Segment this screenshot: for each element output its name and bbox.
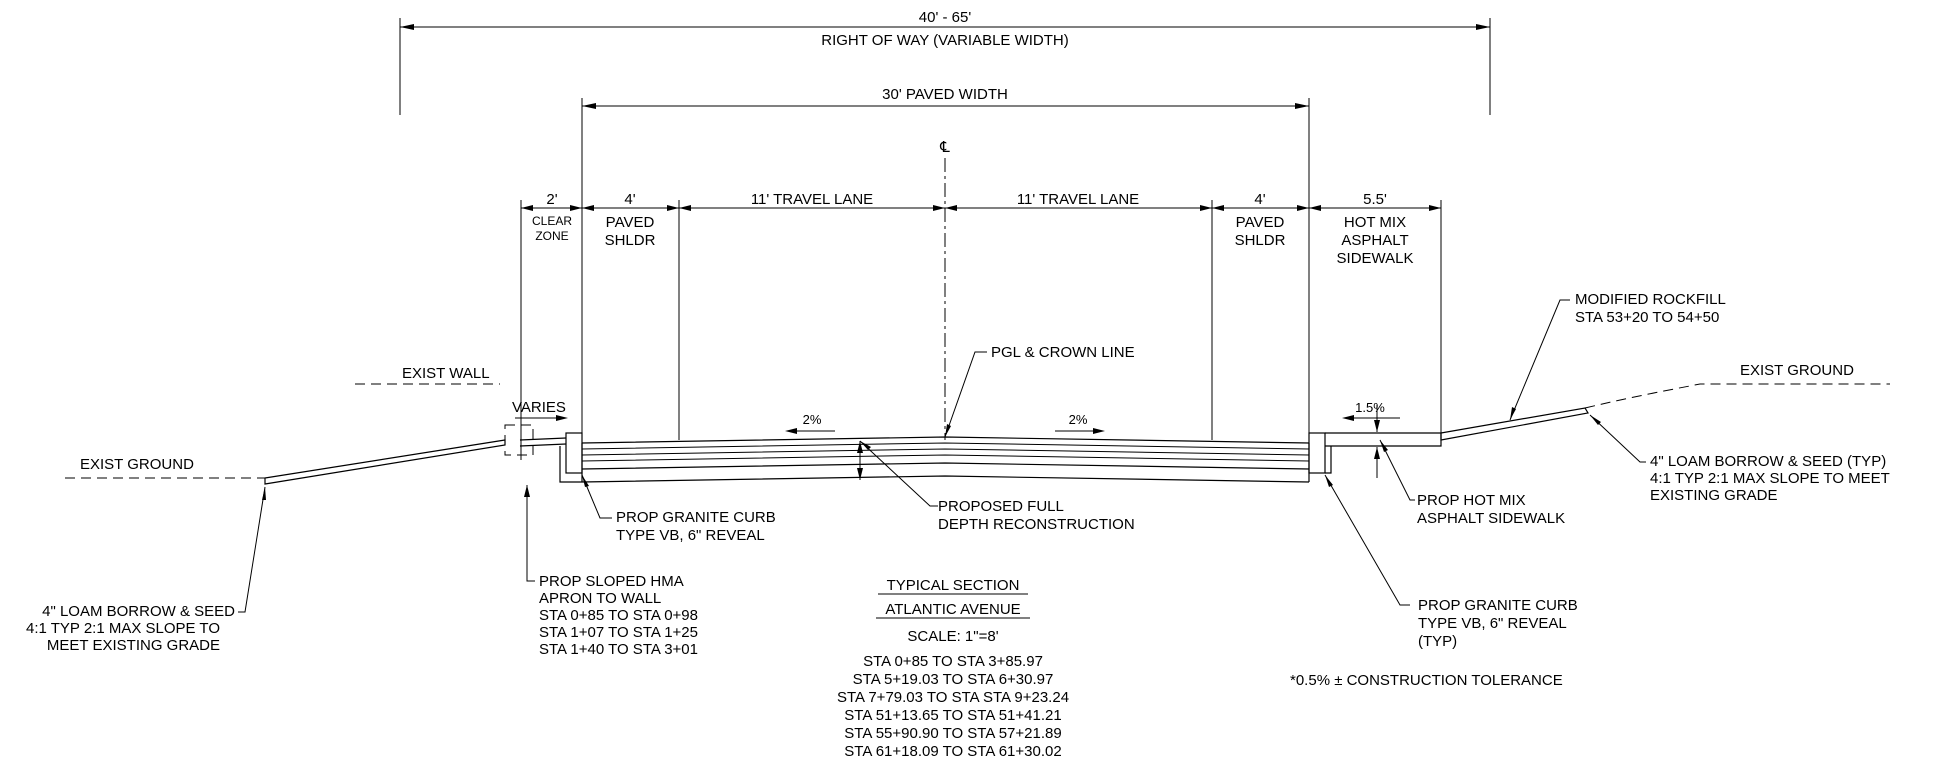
left-shoulder-label-1: PAVED: [606, 214, 655, 231]
sidewalk-label-2: ASPHALT: [1341, 232, 1408, 249]
sidewalk-label-3: SIDEWALK: [1337, 250, 1414, 267]
centerline-symbol: ℄: [939, 139, 950, 156]
clear-zone-dim: 2': [546, 191, 557, 208]
title-line-2: ATLANTIC AVENUE: [885, 601, 1020, 618]
slope-arrows: 2% 2%: [785, 412, 1105, 434]
left-ground-and-wall: EXIST GROUND EXIST WALL VARIES: [65, 365, 568, 485]
curb-right-label-1: PROP GRANITE CURB: [1418, 597, 1578, 614]
station-line-3: STA 7+79.03 TO STA STA 9+23.24: [837, 689, 1069, 706]
station-line-4: STA 51+13.65 TO STA 51+41.21: [844, 707, 1061, 724]
clear-zone-label-1: CLEAR: [532, 214, 572, 228]
right-shoulder-label-2: SHLDR: [1235, 232, 1286, 249]
centerline: ℄: [939, 139, 950, 440]
loam-left-line-3: MEET EXISTING GRADE: [47, 637, 220, 654]
modified-rockfill-label-1: MODIFIED ROCKFILL: [1575, 291, 1726, 308]
exist-ground-left-label: EXIST GROUND: [80, 456, 194, 473]
scale-text: SCALE: 1"=8': [907, 628, 998, 645]
station-line-6: STA 61+18.09 TO STA 61+30.02: [844, 743, 1061, 760]
paved-width-text: 30' PAVED WIDTH: [882, 86, 1008, 103]
apron-line-5: STA 1+40 TO STA 3+01: [539, 641, 698, 658]
modified-rockfill-label-2: STA 53+20 TO 54+50: [1575, 309, 1719, 326]
right-lane-label: 11' TRAVEL LANE: [1017, 191, 1139, 208]
left-lane-slope: 2%: [803, 412, 822, 427]
exist-ground-right-label: EXIST GROUND: [1740, 362, 1854, 379]
right-ground: EXIST GROUND: [1440, 362, 1890, 441]
loam-left-line-2: 4:1 TYP 2:1 MAX SLOPE TO: [26, 620, 220, 637]
left-shoulder-dim: 4': [624, 191, 635, 208]
loam-right-label-2: 4:1 TYP 2:1 MAX SLOPE TO MEET: [1650, 470, 1890, 487]
paved-width-dimension: 30' PAVED WIDTH: [581, 86, 1310, 440]
row-label-text: RIGHT OF WAY (VARIABLE WIDTH): [821, 32, 1069, 49]
left-lane-label: 11' TRAVEL LANE: [751, 191, 873, 208]
row-range-text: 40' - 65': [919, 9, 972, 26]
curb-left-label-2: TYPE VB, 6" REVEAL: [616, 527, 765, 544]
full-depth-label-2: DEPTH RECONSTRUCTION: [938, 516, 1135, 533]
right-shoulder-dim: 4': [1254, 191, 1265, 208]
exist-wall-label: EXIST WALL: [402, 365, 490, 382]
pgl-crown-label: PGL & CROWN LINE: [991, 344, 1135, 361]
right-curb-and-sidewalk: 1.5%: [1308, 400, 1442, 478]
pavement-section: [581, 436, 1310, 483]
curb-right-label-2: TYPE VB, 6" REVEAL: [1418, 615, 1567, 632]
callout-leaders: PGL & CROWN LINE MODIFIED ROCKFILL STA 5…: [26, 291, 1890, 689]
apron-line-2: APRON TO WALL: [539, 590, 661, 607]
station-line-5: STA 55+90.90 TO STA 57+21.89: [844, 725, 1061, 742]
apron-line-1: PROP SLOPED HMA: [539, 573, 684, 590]
tolerance-note: *0.5% ± CONSTRUCTION TOLERANCE: [1290, 672, 1563, 689]
right-shoulder-label-1: PAVED: [1236, 214, 1285, 231]
sidewalk-slope: 1.5%: [1355, 400, 1385, 415]
clear-zone-label-2: ZONE: [535, 229, 568, 243]
varies-label: VARIES: [512, 399, 566, 416]
prop-hot-mix-label-1: PROP HOT MIX: [1417, 492, 1526, 509]
left-granite-curb: [559, 432, 583, 483]
right-lane-slope: 2%: [1069, 412, 1088, 427]
title-block: TYPICAL SECTION ATLANTIC AVENUE SCALE: 1…: [837, 577, 1069, 760]
curb-right-label-3: (TYP): [1418, 633, 1457, 650]
sidewalk-label-1: HOT MIX: [1344, 214, 1406, 231]
loam-right-label-3: EXISTING GRADE: [1650, 487, 1778, 504]
curb-left-label-1: PROP GRANITE CURB: [616, 509, 776, 526]
right-of-way-dimension: 40' - 65' RIGHT OF WAY (VARIABLE WIDTH): [399, 9, 1491, 115]
lane-dimension-line: 2' CLEAR ZONE 4' PAVED SHLDR 11' TRAVEL …: [520, 191, 1442, 460]
prop-hot-mix-label-2: ASPHALT SIDEWALK: [1417, 510, 1565, 527]
sidewalk-dim: 5.5': [1363, 191, 1387, 208]
station-line-1: STA 0+85 TO STA 3+85.97: [863, 653, 1043, 670]
loam-left-line-1: 4" LOAM BORROW & SEED: [42, 603, 235, 620]
apron-line-4: STA 1+07 TO STA 1+25: [539, 624, 698, 641]
title-line-1: TYPICAL SECTION: [887, 577, 1020, 594]
apron-line-3: STA 0+85 TO STA 0+98: [539, 607, 698, 624]
full-depth-label-1: PROPOSED FULL: [938, 498, 1064, 515]
loam-right-label-1: 4" LOAM BORROW & SEED (TYP): [1650, 453, 1886, 470]
station-line-2: STA 5+19.03 TO STA 6+30.97: [853, 671, 1054, 688]
left-shoulder-label-2: SHLDR: [605, 232, 656, 249]
